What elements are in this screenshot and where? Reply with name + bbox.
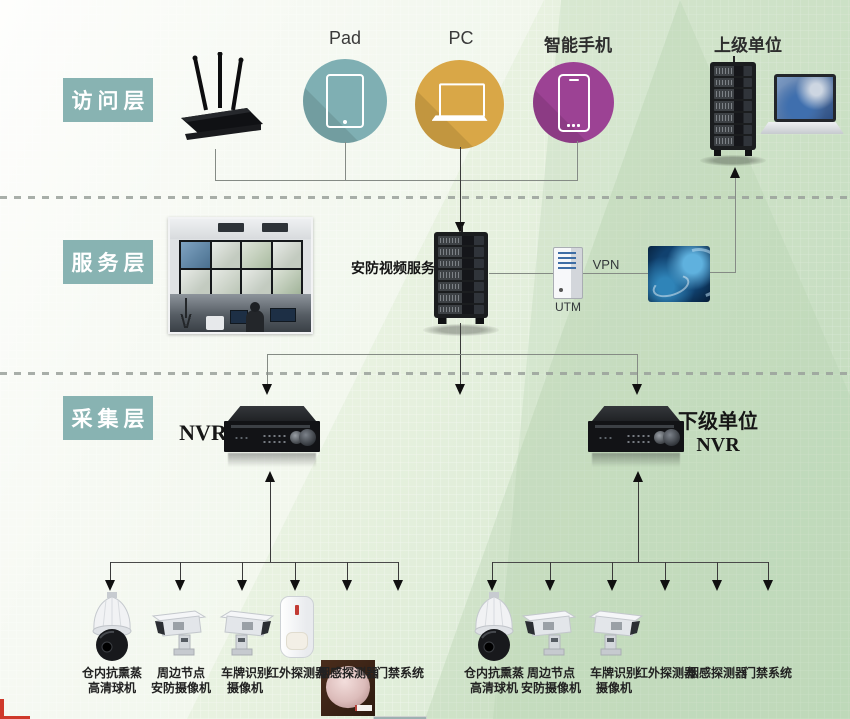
arrow-to-pir-right [660,580,670,591]
connector-server-utm [489,273,553,274]
drop-right-nvr [637,354,638,385]
device-label: 烟感探测器 [317,666,378,680]
superior-server-tower-icon [710,56,756,156]
arrow-into-nvr-left [265,471,275,482]
infrared-detector-icon [280,596,314,658]
collection-layer-label: 采集层 [63,396,153,440]
access-layer-label: 访问层 [63,78,153,122]
device-label: 红外探测器 [266,666,327,680]
wireless-router-icon [175,52,267,150]
arrow-into-right-nvr [632,384,642,395]
connector-router-bus [215,149,216,181]
edge-artifact [0,716,30,719]
subordinate-nvr-recorder-icon [588,406,684,472]
internet-globe-icon [648,246,710,302]
arrow-to-dome-right [487,580,497,591]
arrow-to-bullet2-left [237,580,247,591]
smoke-detector-icon [321,660,375,716]
device-label: 周边节点安防摄像机 [150,666,211,695]
feed-right-group [638,482,639,563]
arrow-to-bullet1-left [175,580,185,591]
arrow-into-left-nvr [262,384,272,395]
utm-label: UTM [555,300,581,314]
feed-left-group [270,482,271,563]
superior-laptop-icon [760,74,844,140]
connector-pc-to-server [460,147,461,223]
device-label: 红外探测器 [635,666,696,680]
distribution-bus-line [267,354,638,355]
server-shadow [423,324,499,336]
smartphone-icon [533,62,614,143]
connector-utm-globe [583,273,648,274]
device-label: 烟感探测器 [686,666,747,680]
pc-label: PC [448,28,474,48]
arrow-to-bullet1-right [545,580,555,591]
device-label: 车牌识别摄像机 [220,666,269,695]
edge-artifact [0,699,4,719]
access-bus-line [215,180,578,181]
security-video-server-label: 安防视频服务器 [351,260,449,276]
service-layer-label: 服务层 [63,240,153,284]
layer-separator-1 [0,196,850,199]
connector-phone-bus [577,141,578,181]
superior-unit-label: 上级单位 [714,36,782,55]
connector-globe-corner [710,272,736,273]
arrow-to-dome-left [105,580,115,591]
arrow-into-nvr-right [633,471,643,482]
camera-bus-right [492,562,768,563]
device-label: 仓内抗熏蒸高清球机 [463,666,524,695]
arrow-to-bullet2-right [607,580,617,591]
layer-separator-2 [0,372,850,375]
arrow-into-superior-unit [730,167,740,178]
tablet-icon [303,59,387,143]
arrow-to-gate-left [393,580,403,591]
ptz-dome-camera-icon [466,592,522,664]
arrow-into-server [455,222,465,233]
connector-pad-bus [345,142,346,181]
laptop-icon [415,60,504,149]
security-video-server-icon [434,226,488,324]
subordinate-unit-label: 下级单位 [678,411,758,433]
bullet-camera-icon [149,606,213,658]
device-label: 门禁系统 [743,666,792,680]
device-label: 仓内抗熏蒸高清球机 [81,666,142,695]
nvr-recorder-icon [224,406,320,472]
superior-server-shadow [700,155,766,166]
drop-left-nvr [267,354,268,385]
nvr-left-label: NVR [179,420,227,445]
arrow-to-smoke-left [342,580,352,591]
device-label: 门禁系统 [375,666,424,680]
device-label: 周边节点安防摄像机 [520,666,581,695]
connector-up-to-superior [735,178,736,273]
arrow-to-pir-left [290,580,300,591]
device-label: 车牌识别摄像机 [589,666,638,695]
surveillance-control-room-photo [168,217,313,334]
pad-label: Pad [328,28,362,48]
vpn-label: VPN [592,257,620,272]
utm-appliance-icon [553,247,583,299]
arrow-to-gate-right [763,580,773,591]
camera-bus-left [110,562,398,563]
bullet-camera-mirrored-icon [213,606,277,658]
subordinate-nvr-label: NVR [696,434,740,456]
ptz-dome-camera-icon [84,592,140,664]
smartphone-label: 智能手机 [544,36,612,55]
arrow-to-smoke-right [712,580,722,591]
bullet-camera-mirrored-icon [582,606,646,658]
access-gate-icon [373,716,427,719]
arrow-center-down [455,384,465,395]
bullet-camera-icon [519,606,583,658]
